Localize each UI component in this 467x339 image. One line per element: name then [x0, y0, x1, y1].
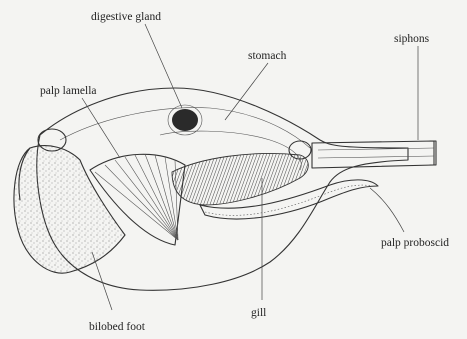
leader-palp-lamella — [82, 98, 120, 158]
label-digestive-gland: digestive gland — [91, 11, 161, 23]
digestive-gland-spot — [172, 109, 198, 131]
siphons-structure — [312, 141, 436, 168]
leader-digestive-gland — [145, 24, 182, 108]
label-palp-lamella: palp lamella — [40, 85, 97, 97]
bilobed-foot-structure — [14, 146, 125, 274]
leader-palp-proboscid — [370, 188, 404, 232]
label-siphons: siphons — [394, 33, 430, 45]
label-stomach: stomach — [248, 50, 287, 62]
gill-structure — [172, 154, 308, 205]
label-palp-proboscid: palp proboscid — [381, 237, 449, 249]
leader-stomach — [225, 63, 268, 120]
label-bilobed-foot: bilobed foot — [89, 321, 146, 333]
label-gill: gill — [251, 307, 266, 319]
leader-bilobed-foot — [92, 252, 112, 310]
